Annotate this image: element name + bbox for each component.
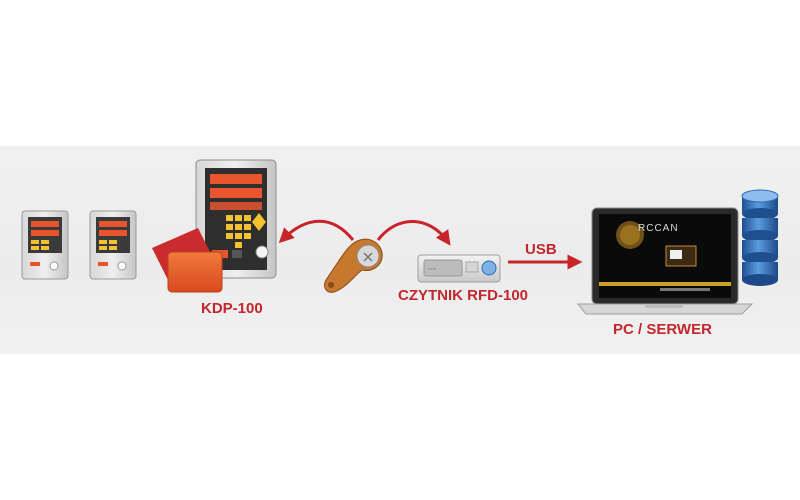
database-icon bbox=[741, 189, 779, 286]
arrow-fob-to-kdp bbox=[278, 219, 355, 244]
kdp-controller-icon-small-1 bbox=[21, 210, 69, 280]
kdp-controller-icon bbox=[195, 159, 277, 279]
kdp-controller-icon-small-2 bbox=[89, 210, 137, 280]
arrow-fob-to-reader bbox=[376, 220, 451, 246]
label-usb: USB bbox=[525, 241, 557, 258]
label-kdp-100: KDP-100 bbox=[201, 300, 263, 317]
svg-text:~~: ~~ bbox=[428, 267, 436, 273]
key-fob-icon bbox=[323, 238, 383, 293]
usb-reader-icon: ~~ bbox=[417, 254, 501, 283]
label-reader-rfd-100: CZYTNIK RFD-100 bbox=[398, 287, 529, 304]
screen-logo: RCCAN bbox=[638, 223, 679, 234]
laptop-icon bbox=[576, 207, 754, 315]
rfid-card-icon bbox=[152, 228, 223, 293]
label-pc-server: PC / SERWER bbox=[613, 321, 712, 338]
